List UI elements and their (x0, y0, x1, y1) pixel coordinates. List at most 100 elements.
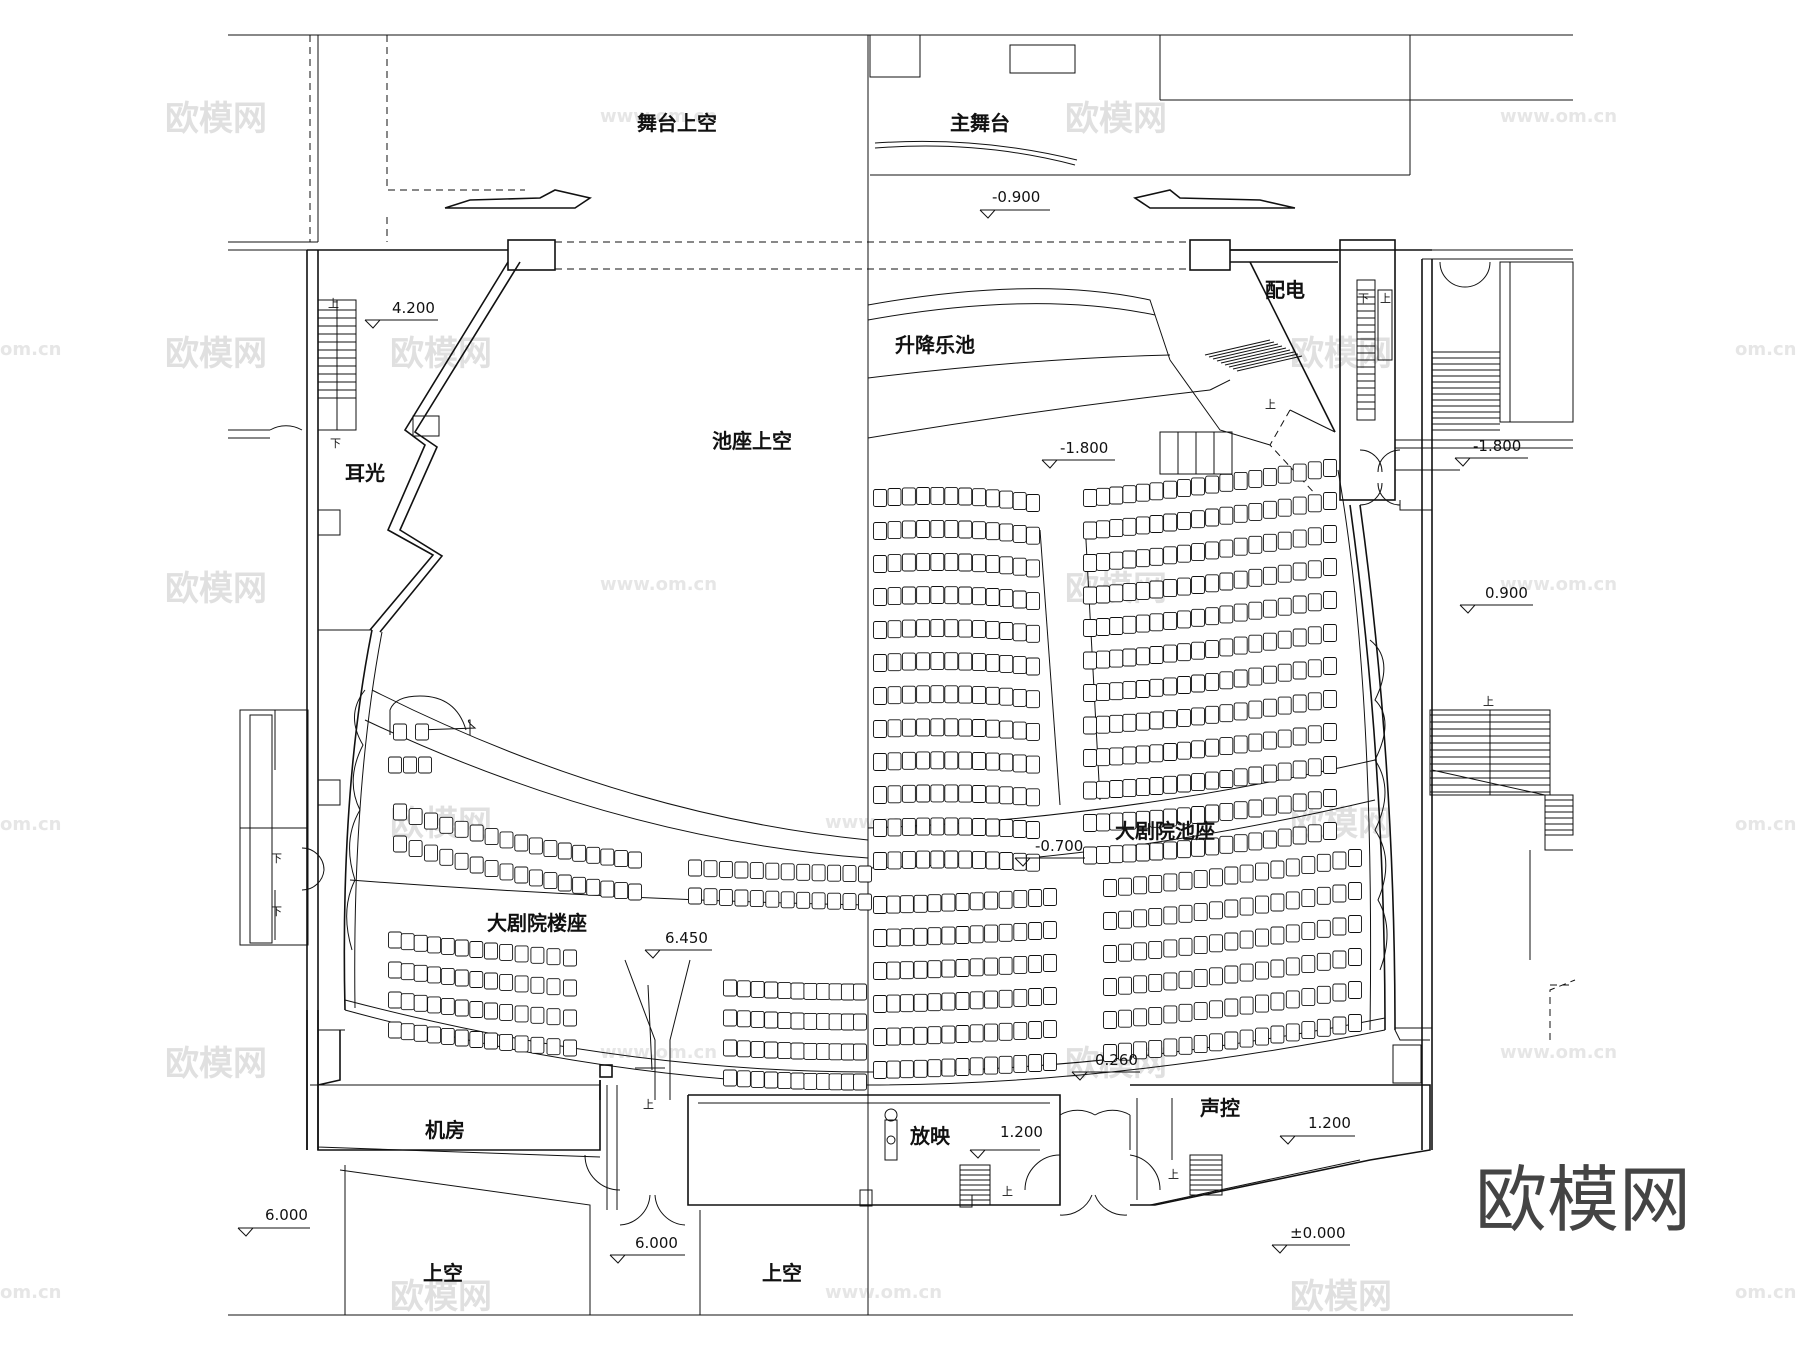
seat (1028, 1021, 1043, 1039)
seat (886, 928, 901, 947)
seat (1026, 494, 1040, 512)
seat (998, 989, 1013, 1008)
seat (944, 718, 959, 737)
seat (1277, 498, 1292, 517)
seat (927, 894, 942, 913)
seat (887, 719, 902, 738)
seat (873, 962, 887, 980)
seat (1083, 554, 1097, 572)
seat (546, 948, 561, 966)
seat (828, 1073, 843, 1091)
seat (790, 1042, 805, 1060)
svg-text:-0.700: -0.700 (1035, 837, 1083, 855)
seat (1248, 832, 1263, 851)
seat (803, 1042, 818, 1060)
svg-text:0.900: 0.900 (1485, 584, 1528, 602)
watermark-url: www.om.cn (600, 574, 717, 595)
elevation-sound-control: 1.200 (1279, 1114, 1355, 1145)
seat (1148, 973, 1163, 992)
seat (842, 893, 857, 911)
building-outline (228, 34, 1576, 1316)
seat (1307, 659, 1322, 678)
room-label-main-stage: 主舞台 (950, 111, 1010, 135)
east-stair-treads-3 (1545, 799, 1573, 831)
seat (1083, 749, 1097, 767)
watermark-url: om.cn (1735, 814, 1796, 835)
seat (1270, 959, 1285, 978)
stair-up-mark: 上 (643, 1098, 654, 1111)
seat (873, 852, 887, 870)
seat (927, 960, 942, 979)
seat (1109, 649, 1124, 668)
seat (1109, 747, 1124, 766)
elevation-ear-light: 4.200 (364, 299, 438, 329)
elevation-balcony: 6.450 (644, 929, 712, 959)
seat (543, 872, 558, 890)
seat (1163, 513, 1178, 532)
seat (887, 752, 902, 771)
seat (1277, 597, 1292, 616)
seat (901, 520, 916, 539)
seat (1109, 780, 1124, 798)
projection-stair-treads (960, 1169, 990, 1206)
seat (499, 831, 514, 849)
seat (1292, 760, 1307, 779)
seat (1012, 557, 1027, 576)
seat (1028, 889, 1043, 907)
seat (1323, 822, 1337, 840)
seat (563, 1009, 577, 1027)
seat (415, 723, 429, 741)
seat (873, 929, 887, 947)
seat (985, 818, 1000, 837)
seat (1103, 978, 1117, 996)
seat (1193, 1035, 1208, 1054)
seat (916, 751, 931, 770)
elevation-markers: -0.900 4.200 -1.800 -1.800 0.900 -0.700 … (237, 188, 1533, 1264)
seat (736, 1040, 751, 1058)
seat (999, 523, 1014, 542)
seat (454, 820, 469, 838)
seat (816, 983, 831, 1001)
watermark-layer: 欧模网欧模网欧模网欧模网欧模网欧模网欧模网欧模网欧模网欧模网欧模网欧模网欧模网w… (0, 99, 1796, 1317)
seat (1224, 932, 1239, 951)
seat (1277, 729, 1292, 748)
seat (853, 1013, 867, 1031)
seat (998, 1022, 1013, 1041)
seat (1163, 677, 1178, 696)
seat (764, 1041, 779, 1059)
seat (972, 719, 986, 737)
seat (827, 892, 842, 910)
seat (750, 980, 765, 998)
seat (1026, 526, 1040, 545)
seat (557, 842, 572, 860)
seat (1323, 789, 1337, 807)
seat (546, 978, 561, 996)
seat (1205, 574, 1220, 593)
seat (1262, 830, 1277, 849)
seat (1135, 843, 1150, 862)
seat (930, 784, 945, 803)
seat (514, 834, 529, 852)
seat (1205, 640, 1220, 659)
seat (1239, 996, 1254, 1015)
seat (999, 720, 1014, 739)
seat (958, 784, 973, 803)
seat (958, 553, 973, 572)
seat (1233, 636, 1248, 655)
seat (1248, 667, 1263, 686)
seat (984, 1023, 999, 1042)
seat (1262, 632, 1277, 651)
seat (1332, 983, 1347, 1002)
seat (586, 846, 601, 864)
seat (1285, 858, 1300, 877)
seat (930, 817, 945, 836)
elevation-lower-mid: 6.000 (609, 1234, 685, 1264)
seat (999, 786, 1014, 805)
seat (514, 1005, 529, 1023)
seat (528, 869, 543, 887)
seat (790, 1072, 805, 1090)
seat (927, 1059, 942, 1078)
seat (388, 756, 402, 774)
seat (1118, 1009, 1132, 1028)
seat (1270, 860, 1285, 879)
